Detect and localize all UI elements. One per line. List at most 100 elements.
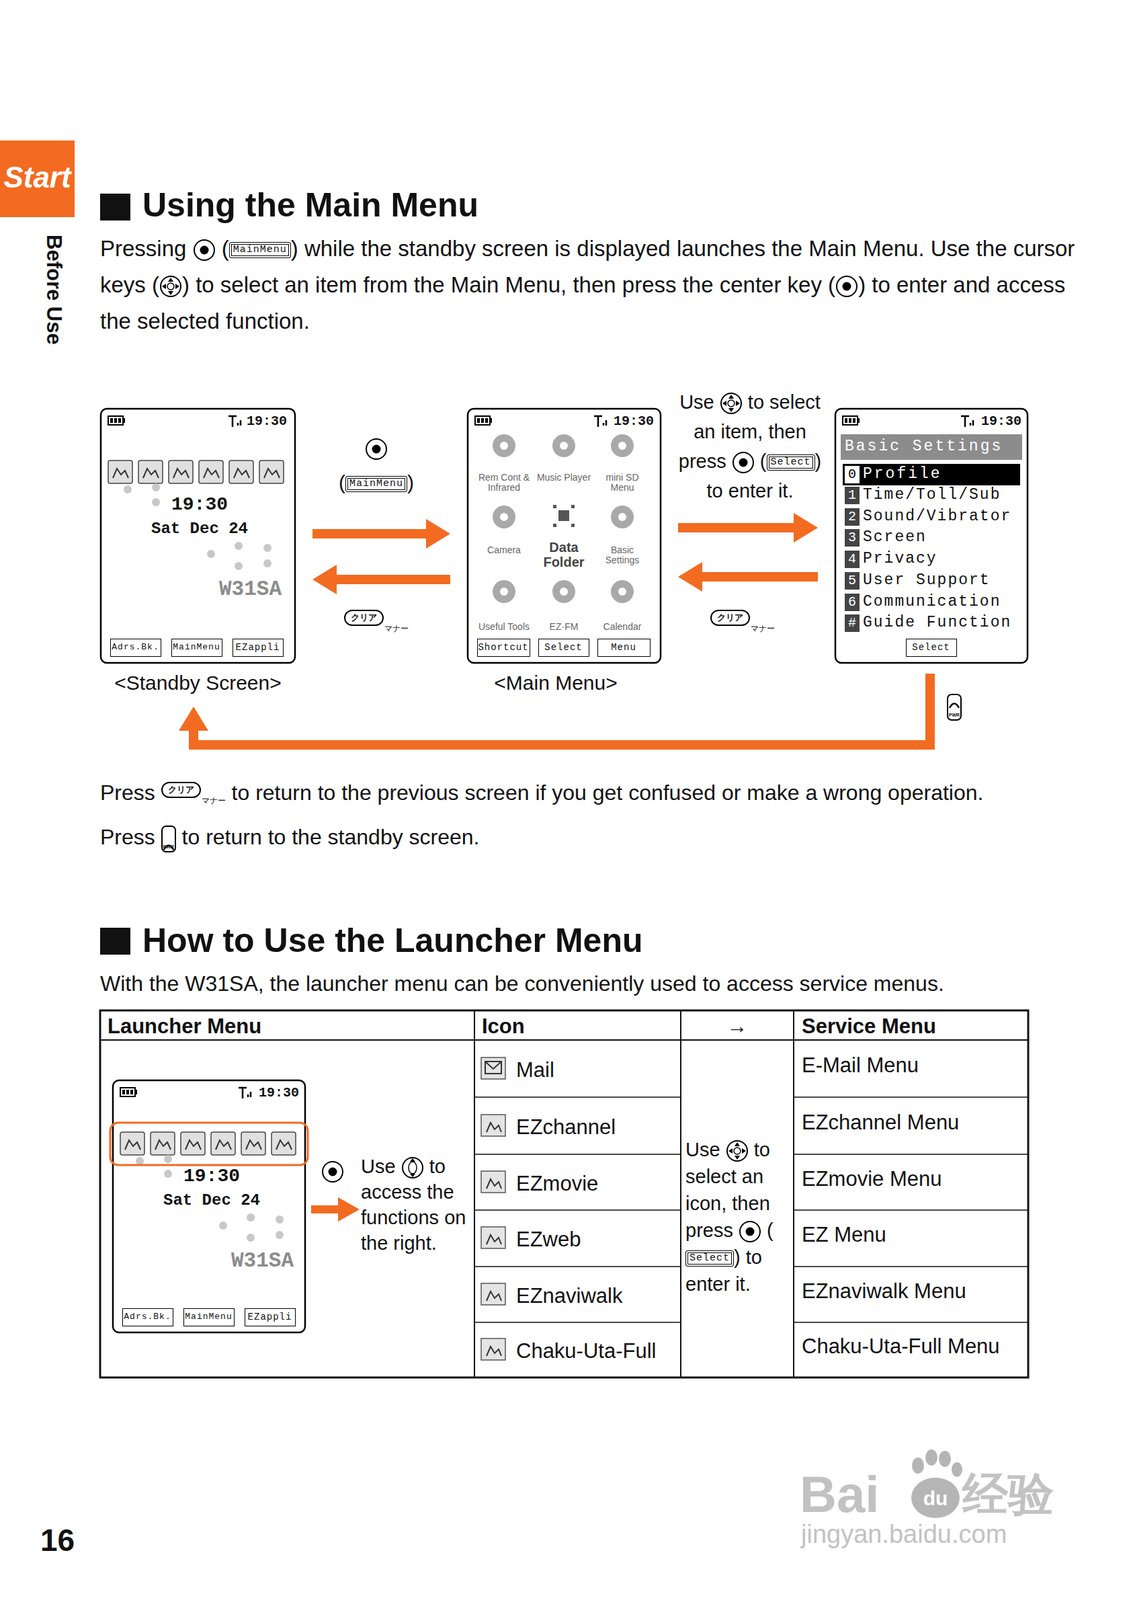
label-text: Icon — [481, 1014, 525, 1038]
rect-shape — [477, 417, 480, 423]
label-text: MainMenu — [233, 243, 287, 256]
screen-text: EZappli — [233, 639, 283, 656]
rect-shape — [852, 417, 856, 423]
key-icon — [401, 1155, 425, 1179]
text-line: Before Use — [40, 234, 68, 345]
text-line: Press クリアマナー to return to the previous s… — [100, 769, 1122, 819]
path-shape — [486, 1178, 502, 1189]
text-block: Use to selectan item, thenpress (Select)… — [661, 387, 839, 506]
label-text: MainMenu — [349, 477, 404, 490]
label-text: Use — [685, 1138, 721, 1160]
launcher-icon — [138, 460, 163, 484]
label-text: Mail — [516, 1057, 555, 1082]
screen-text: MainMenu — [172, 639, 222, 656]
text-block: EZchannel Menu — [801, 1108, 1024, 1136]
g-shape — [481, 1057, 506, 1360]
flow-arrow — [335, 574, 451, 584]
path-shape — [173, 468, 189, 478]
decor-dot — [135, 1156, 144, 1165]
label-text: → — [727, 1014, 748, 1038]
circle-shape — [738, 458, 748, 468]
decor-dot — [151, 497, 160, 507]
rect-shape — [108, 415, 123, 425]
circle-shape — [194, 239, 215, 261]
label-text: Pressing — [100, 235, 187, 261]
rect-shape — [118, 417, 121, 423]
text-line — [322, 430, 431, 466]
text-block: EZ Menu — [801, 1221, 1024, 1248]
rect-shape — [844, 417, 848, 423]
svg-shape — [738, 1219, 762, 1243]
screen-text: <Main Menu> — [450, 671, 662, 695]
line-shape — [793, 1321, 1029, 1323]
launcher-icon — [229, 460, 254, 484]
screen-text: 2 — [844, 508, 860, 526]
text-block: du — [911, 1485, 959, 1511]
label-text: E-Mail Menu — [801, 1053, 919, 1077]
circle-shape — [559, 441, 568, 450]
screen-text: Shortcut — [477, 639, 529, 656]
service-icon — [481, 1114, 506, 1136]
screen-text: <Standby Screen> — [83, 671, 313, 695]
label-text: EZnaviwalk Menu — [801, 1278, 967, 1303]
key-icon — [835, 274, 859, 298]
circle-shape — [739, 1221, 761, 1242]
decor-dot — [246, 1233, 255, 1242]
screen-text: 19:30 — [183, 1165, 258, 1187]
circle-shape — [328, 1167, 338, 1177]
rect-shape — [481, 417, 484, 423]
screen-text: 19:30 — [954, 413, 1022, 429]
text-line: 经验 — [962, 1465, 1054, 1523]
text-line: Service Menu — [801, 1012, 1024, 1039]
rect-shape — [481, 1226, 506, 1248]
flow-arrow — [312, 528, 428, 539]
text-line: EZchannel Menu — [801, 1108, 1024, 1136]
circle-shape — [727, 399, 735, 407]
rect-shape — [481, 1282, 506, 1305]
screen-text: Calendar — [594, 621, 651, 632]
text-line: du — [911, 1485, 959, 1511]
screen-text: 0 — [844, 465, 860, 484]
label-text: press — [678, 450, 727, 472]
screen-text: Adrs.Bk. — [122, 1308, 173, 1325]
svg-shape — [835, 274, 859, 298]
circle-shape — [167, 282, 175, 290]
text-block: Launcher Menu — [107, 1012, 377, 1039]
screen-text: # — [844, 614, 860, 632]
clear-key: クリアマナー — [344, 603, 409, 642]
text-line: press (Select) — [661, 446, 839, 476]
label-text: マナー — [384, 623, 409, 634]
rect-shape — [848, 417, 852, 423]
line-shape — [474, 1265, 681, 1267]
rect-shape — [126, 1089, 130, 1095]
label-text: Launcher Menu — [107, 1014, 262, 1038]
text-line: 16 — [40, 1520, 75, 1560]
decor-dot — [123, 485, 132, 494]
menu-icon — [610, 505, 634, 529]
battery-icon — [842, 415, 860, 425]
key-icon — [321, 1159, 345, 1183]
text-block: (MainMenu) — [322, 430, 431, 500]
launcher-icon — [198, 460, 224, 484]
screen-frame — [100, 408, 296, 663]
screen-text: EZ·FM — [535, 621, 593, 632]
label-text: Chaku-Uta-Full — [516, 1338, 656, 1363]
text-block: EZmovie — [516, 1169, 671, 1197]
path-shape — [143, 468, 159, 478]
menu-icon — [552, 579, 576, 603]
label-text: to enter it. — [706, 479, 794, 502]
menu-icon — [492, 505, 516, 529]
rect-shape — [110, 417, 113, 423]
path-shape — [185, 1139, 201, 1150]
text-block: EZmovie Menu — [801, 1165, 1024, 1192]
softkey-box: EZappli — [244, 1307, 296, 1326]
svg-shape — [192, 238, 216, 262]
label-text: Select — [770, 456, 812, 468]
path-shape — [728, 1141, 746, 1160]
text-line: jingyan.baidu.com — [801, 1517, 1007, 1550]
screen-text: Profile — [862, 465, 1017, 483]
label-text: マナー — [201, 795, 226, 806]
label-text: How to Use the Launcher Menu — [142, 921, 644, 959]
antenna-icon — [238, 1087, 251, 1099]
